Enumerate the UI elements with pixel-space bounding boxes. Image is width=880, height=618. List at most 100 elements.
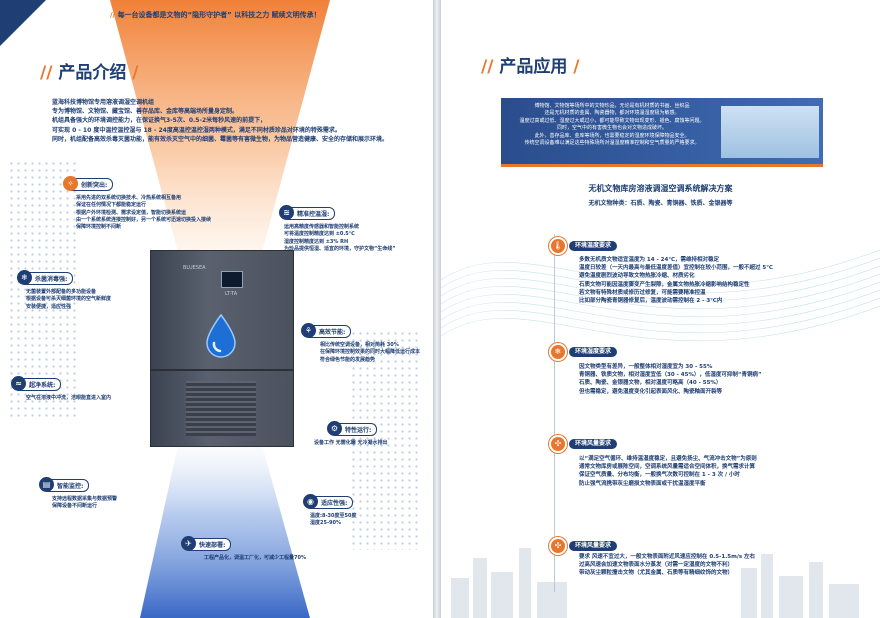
section-label: 环境风量要求 <box>569 541 618 551</box>
section-line: 避免温度剧烈波动导致文物热胀冷缩、材质劣化 <box>579 273 695 280</box>
snowflake-icon: ❄ <box>549 343 567 361</box>
feature-tag: ❄杀菌消毒强: <box>17 270 74 285</box>
intro-line: 机组具备强大的环境调控能力，在保证换气3-5次、0.5-2米每秒风速的前提下， <box>52 117 267 125</box>
feature-line: 温度:8-30度至50度 <box>310 513 357 519</box>
section-line: 通常文物库房或展陈空间，空调系统风量需适合空间体积，换气需求计算 <box>579 464 756 471</box>
feature-label: 适应性强: <box>321 500 348 507</box>
feature-line: 符合绿色节能的发展趋势 <box>320 356 376 363</box>
feature-sterilization: ❄杀菌消毒强: 无菌装置外部配备的多功能设备 根据设备可杀灭细菌环境的空气新鲜度… <box>17 266 111 311</box>
feature-line: 湿度25-90% <box>310 520 342 527</box>
section-line: 石质、陶瓷、金银器文物，相对湿度可略高（40 - 55%） <box>579 380 722 387</box>
banner-line: 温度过高或过低、湿度过大或过小，都可能导致文物出现变形、褪色、腐蚀等问题。 <box>519 117 705 124</box>
section-line: 因文物类型有差异，一般整体相对湿度宜为 30 - 55% <box>579 364 713 370</box>
section-text-air-speed: 要求 风速不宜过大，一般文物表面附近风速应控制在 0.5-1.5m/s 左右 过… <box>579 553 869 578</box>
wave-icon: ≋ <box>279 205 294 220</box>
brand-logo: BLUESEA <box>183 265 206 271</box>
feature-line: 为珍品提供恒湿、适宜的环境，守护文物“生命线” <box>284 245 396 252</box>
section-line: 带动灰尘颗粒撞击文物（尤其金属、石质等有精细纹饰的文物） <box>579 570 734 577</box>
feature-line: 采用先进的双系统切换技术、冷热系统相互备用 <box>76 195 182 201</box>
feature-ultra-clean: ≈超净系统: 空气在溶液中冲洗，洁眼能直进入室内 <box>11 372 112 402</box>
section-line: 比如部分陶瓷青铜器修复后，温度波动需控制在 2 - 3℃内 <box>579 298 723 305</box>
feature-line: 保障设备不间断运行 <box>52 503 98 510</box>
feature-line: 相比传统空调设备，相对简耗 30% <box>320 342 399 348</box>
feature-label: 超净系统: <box>29 382 56 389</box>
feature-line: 可将温度控制精度达到 ±0.5℃ <box>284 231 355 238</box>
banner-line: 传统空调设备难以满足这些特殊场所对温湿度精准控制和空气质量的严格要求。 <box>524 140 700 147</box>
slogan: // 每一台设备都是文物的“隐形守护者” 以科技之力 赋续文明传承！ <box>110 11 321 19</box>
section-line: 石质文物可能因温度骤变产生裂隙，金属文物热胀冷缩影响结构稳定性 <box>579 281 750 288</box>
section-line: 防止强气流携带灰尘磨损文物表面或干扰温湿度平衡 <box>579 480 706 487</box>
banner-text: 博物馆、文物馆等场所中的文物珍品，无论是有机材质的书画、丝织品 还是无机材质的金… <box>507 103 717 147</box>
feature-line: 支持远程数据采集与数据预警 <box>52 496 118 502</box>
slogan-text: 每一台设备都是文物的“隐形守护者” 以科技之力 赋续文明传承！ <box>117 11 321 19</box>
sparkle-icon: ✧ <box>63 176 78 191</box>
feature-line: 设备工作 无需化霜 无冷凝水排出 <box>314 440 388 446</box>
section-tag-air-volume: ✣ 环境风量要求 <box>549 435 618 453</box>
leaf-icon: ⚘ <box>301 323 316 338</box>
section-label: 环境风量要求 <box>569 439 618 449</box>
feature-line: 在保障环境控制效果的同时大幅降低运行成本 <box>320 349 421 356</box>
feature-tag: ≋精准控温湿: <box>279 205 336 220</box>
feature-tag: ⚙特性运行: <box>327 421 378 436</box>
corner-decoration <box>0 0 46 46</box>
feature-line: 根据户外环境检测、需求设定值，智能切换系统运 <box>76 209 187 216</box>
page-title: // 产品应用 / <box>481 57 580 77</box>
water-drop-icon <box>206 313 236 358</box>
feature-energy-saving: ⚘高效节能: 相比传统空调设备，相对简耗 30% 在保障环境控制效果的同时大幅降… <box>301 319 421 364</box>
feature-label: 高效节能: <box>319 329 346 336</box>
feature-tag: ◉适应性强: <box>303 494 354 509</box>
page-title-text: 产品应用 <box>499 57 568 77</box>
section-line: 温度日较差（一天内最高与最低温度差值）宜控制在较小范围，一般不超过 5℃ <box>579 265 773 272</box>
section-line: 以“满足空气循环、维持温湿度稳定，且避免扬尘、气流冲击文物”为原则 <box>579 456 757 462</box>
target-icon: ◉ <box>303 494 318 509</box>
gear-icon: ⚙ <box>327 421 342 436</box>
wave-lines-decoration <box>441 249 880 342</box>
top-light-beam <box>110 0 330 618</box>
solution-title: 无机文物库房溶液调湿空调系统解决方案 <box>588 184 733 193</box>
right-page: // 产品应用 / 博物馆、文物馆等场所中的文物珍品，无论是有机材质的书画、丝织… <box>441 0 880 618</box>
banner-line: 博物馆、文物馆等场所中的文物珍品，无论是有机材质的书画、丝织品 <box>534 103 690 109</box>
feature-tag: ✈快速部署: <box>181 536 232 551</box>
timeline-line <box>554 234 555 592</box>
feature-line: 无菌装置外部配备的多功能设备 <box>26 289 97 295</box>
section-tag-humidity: ❄ 环境湿度要求 <box>549 343 618 361</box>
feature-tag: ⚘高效节能: <box>301 323 352 338</box>
banner-line: 还是无机材质的金属、陶瓷器物，都对环境温湿度极为敏感。 <box>544 110 680 117</box>
warehouse-photo <box>721 106 819 158</box>
section-label: 环境温度要求 <box>569 241 618 251</box>
spine <box>433 0 441 618</box>
feature-tag: ▤智能监控: <box>39 477 90 492</box>
page-title-text: 产品介绍 <box>58 63 127 83</box>
banner-line: 同时，空气中的有害微生物也会对文物造成破坏。 <box>556 125 667 132</box>
fan-icon: ✣ <box>549 435 567 453</box>
thermometer-icon: 🌡 <box>549 237 567 255</box>
model-label: LT-TA <box>225 291 238 297</box>
intro-line: 同时，机组配备高效杀毒灭菌功能，能有效杀灭空气中的细菌、霉菌等有害微生物，为物品… <box>52 135 389 143</box>
air-icon: ≈ <box>11 376 26 391</box>
monitor-icon: ▤ <box>39 477 54 492</box>
feature-label: 创新突出: <box>81 182 108 189</box>
feature-tag: ✧创新突出: <box>63 176 114 191</box>
unit-upper-panel <box>151 251 293 371</box>
section-line: 青铜器、铁质文物，相对湿度宜低（30 - 45%），低湿度可抑制“青铜病” <box>579 372 762 379</box>
snowflake-icon: ❄ <box>17 270 32 285</box>
feature-line: 由一个系统系统连接控制好，另一个系统可迅速切换投入接续 <box>76 216 212 223</box>
page-title: // 产品介绍 / <box>40 63 139 83</box>
banner-line: 此外，善存品库、金库等场所，也需要稳定的湿度环境保障物品安全。 <box>534 132 690 139</box>
feature-line: 工程产品化，调温工厂化，可减少工程量70% <box>204 555 306 561</box>
section-label: 环境湿度要求 <box>569 347 618 357</box>
feature-label: 精准控温湿: <box>297 211 330 218</box>
plane-icon: ✈ <box>181 536 196 551</box>
air-grille <box>186 381 256 436</box>
section-text-air-volume: 以“满足空气循环、维持温湿度稳定，且避免扬尘、气流冲击文物”为原则 通常文物库房… <box>579 455 869 488</box>
section-line: 若文物有特殊材质或修历过修复，可能需要精准控温 <box>579 289 706 296</box>
feature-line: 保障环境控制不间断 <box>76 224 122 231</box>
feature-line: 安装便捷，适应性强 <box>26 303 72 310</box>
feature-line: 空气在溶液中冲洗，洁眼能直进入室内 <box>26 395 112 401</box>
section-line: 但也需稳定，避免湿度变化引起表面风化、陶瓷釉面开裂等 <box>579 388 723 395</box>
section-line: 多数无机质文物适宜温度为 14 - 24℃，需维持相对稳定 <box>579 257 719 263</box>
intro-line: 专为博物馆、文物馆、藏宝馆、善存品库、金库等高端场所量身定制。 <box>52 108 239 116</box>
feature-precise-control: ≋精准控温湿: 运用高精度传感器和智能控制系统 可将温度控制精度达到 ±0.5℃… <box>279 201 396 253</box>
feature-line: 湿度控制精度达到 ±3% RH <box>284 238 349 245</box>
feature-label: 杀菌消毒强: <box>35 276 68 283</box>
